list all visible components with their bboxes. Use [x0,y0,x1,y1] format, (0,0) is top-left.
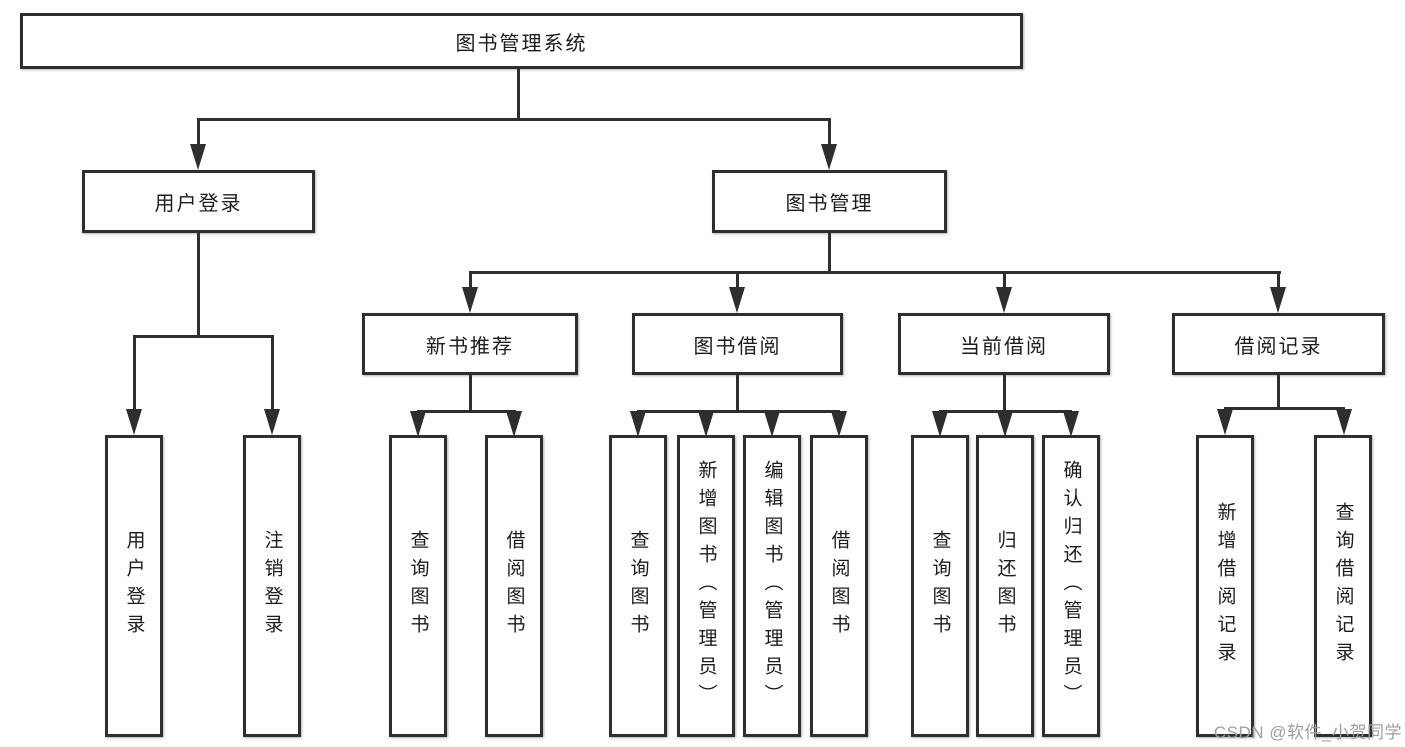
node-current-borrow: 当前借阅 [898,313,1110,375]
connector-line [197,118,830,121]
connector-line [736,271,739,287]
leaf-borrow-book-recommend: 借阅图书 [485,435,543,737]
connector-arrow [729,287,745,313]
connector-arrow [1217,409,1233,435]
node-book-management: 图书管理 [712,170,947,233]
connector-arrow [462,287,478,313]
connector-arrow [1270,287,1286,313]
connector-line [1003,271,1006,287]
leaf-query-book-current: 查询图书 [911,435,969,737]
node-borrow-records: 借阅记录 [1172,313,1385,375]
connector-arrow [410,411,426,437]
connector-arrow [1063,411,1079,437]
leaf-edit-book-admin: 编辑图书（管理员） [743,435,801,737]
connector-line [1003,375,1006,410]
connector-line [469,375,472,410]
node-new-book-recommend: 新书推荐 [362,313,578,375]
connector-arrow [264,409,280,435]
connector-line [417,410,516,413]
connector-line [637,410,840,413]
leaf-confirm-return-admin: 确认归还（管理员） [1042,435,1100,737]
connector-arrow [1336,409,1352,435]
connector-arrow [996,287,1012,313]
leaf-query-book-borrow: 查询图书 [609,435,667,737]
connector-arrow [831,411,847,437]
leaf-logout: 注销登录 [243,435,301,737]
connector-line [197,233,200,335]
node-user-login: 用户登录 [82,170,315,233]
leaf-query-borrow-record: 查询借阅记录 [1314,435,1372,737]
connector-arrow [932,411,948,437]
connector-arrow [821,144,837,170]
watermark: CSDN @软件_小贺同学 [1213,723,1402,742]
leaf-add-borrow-record: 新增借阅记录 [1196,435,1254,737]
connector-line [469,271,472,287]
leaf-borrow-book: 借阅图书 [810,435,868,737]
connector-line [736,375,739,410]
connector-arrow [190,144,206,170]
connector-line [133,335,136,410]
connector-line [828,233,831,271]
leaf-return-book: 归还图书 [976,435,1034,737]
connector-line [1277,375,1280,407]
connector-line [517,69,520,118]
connector-line [271,335,274,410]
connector-line [828,118,831,146]
connector-line [197,118,200,146]
connector-arrow [764,411,780,437]
node-book-borrow: 图书借阅 [632,313,843,375]
connector-line [1277,271,1280,287]
connector-line [1224,407,1345,410]
leaf-query-book-recommend: 查询图书 [389,435,447,737]
leaf-add-book-admin: 新增图书（管理员） [677,435,735,737]
connector-arrow [698,411,714,437]
connector-arrow [126,409,142,435]
leaf-user-login: 用户登录 [105,435,163,737]
connector-line [469,271,1281,274]
connector-line [133,335,274,338]
connector-arrow [997,411,1013,437]
connector-arrow [506,411,522,437]
node-root: 图书管理系统 [20,13,1023,69]
connector-arrow [630,411,646,437]
